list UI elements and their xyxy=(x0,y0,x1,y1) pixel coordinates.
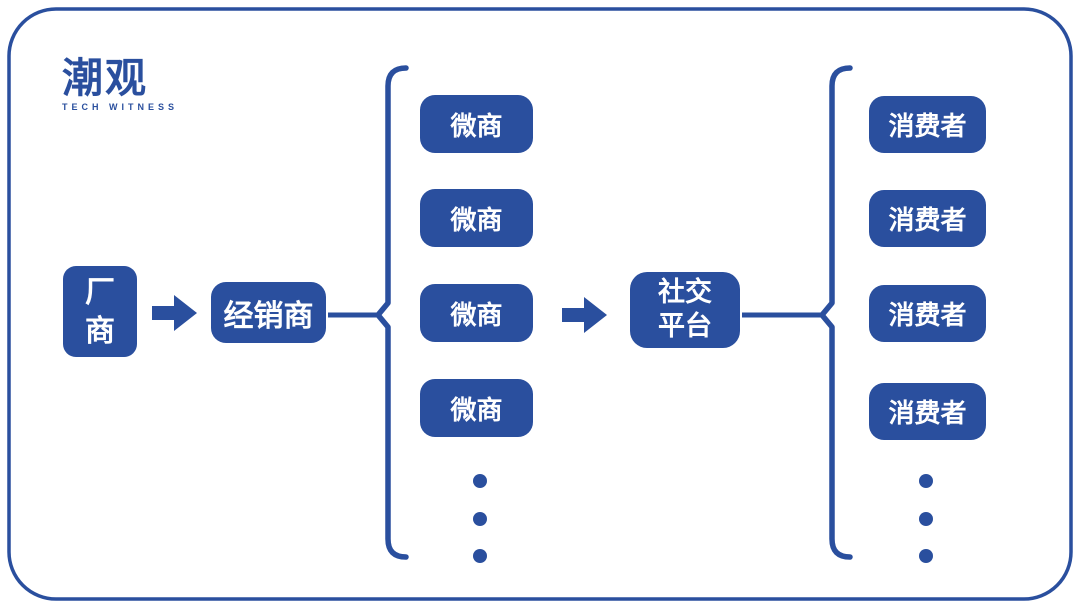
node-distributor-label: 经销商 xyxy=(223,299,314,333)
ellipsis-dots-consumers xyxy=(919,474,933,563)
node-consumer-label: 消费者 xyxy=(888,300,967,330)
node-consumer: 消费者 xyxy=(869,285,986,342)
node-manufacturer-label-line1: 厂 xyxy=(85,275,115,309)
node-micro-merchant: 微商 xyxy=(420,284,533,342)
node-social-platform-label-line2: 平台 xyxy=(658,311,712,341)
node-micro-merchant-label: 微商 xyxy=(450,204,503,235)
node-social-platform: 社交 平台 xyxy=(630,272,740,348)
node-consumer-label: 消费者 xyxy=(888,205,967,235)
page-border-frame xyxy=(7,7,1073,601)
node-consumer: 消费者 xyxy=(869,190,986,247)
brand-logo: 潮观 TECH WITNESS xyxy=(62,55,179,113)
ellipsis-dot xyxy=(919,549,933,563)
node-consumer-label: 消费者 xyxy=(888,398,967,428)
bracket-consumers xyxy=(819,65,853,560)
node-consumer: 消费者 xyxy=(869,383,986,440)
arrow-right-icon xyxy=(152,295,197,331)
brand-logo-tagline: TECH WITNESS xyxy=(62,102,179,113)
node-micro-merchant: 微商 xyxy=(420,189,533,247)
node-manufacturer-label-line2: 商 xyxy=(85,314,115,348)
node-micro-merchant: 微商 xyxy=(420,379,533,437)
ellipsis-dots-micro-merchants xyxy=(473,474,487,563)
node-distributor: 经销商 xyxy=(211,282,326,343)
ellipsis-dot xyxy=(919,474,933,488)
arrow-right-icon xyxy=(562,297,607,333)
ellipsis-dot xyxy=(473,474,487,488)
node-consumer-label: 消费者 xyxy=(888,111,967,141)
bracket-micro-merchants xyxy=(375,65,409,560)
node-micro-merchant-label: 微商 xyxy=(450,299,503,330)
node-manufacturer: 厂 商 xyxy=(63,266,137,357)
node-social-platform-label-line1: 社交 xyxy=(658,277,712,308)
ellipsis-dot xyxy=(473,549,487,563)
node-micro-merchant-label: 微商 xyxy=(450,394,503,425)
ellipsis-dot xyxy=(919,512,933,526)
ellipsis-dot xyxy=(473,512,487,526)
brand-logo-text: 潮观 xyxy=(62,55,148,101)
node-consumer: 消费者 xyxy=(869,96,986,153)
node-micro-merchant: 微商 xyxy=(420,95,533,153)
node-micro-merchant-label: 微商 xyxy=(450,110,503,141)
